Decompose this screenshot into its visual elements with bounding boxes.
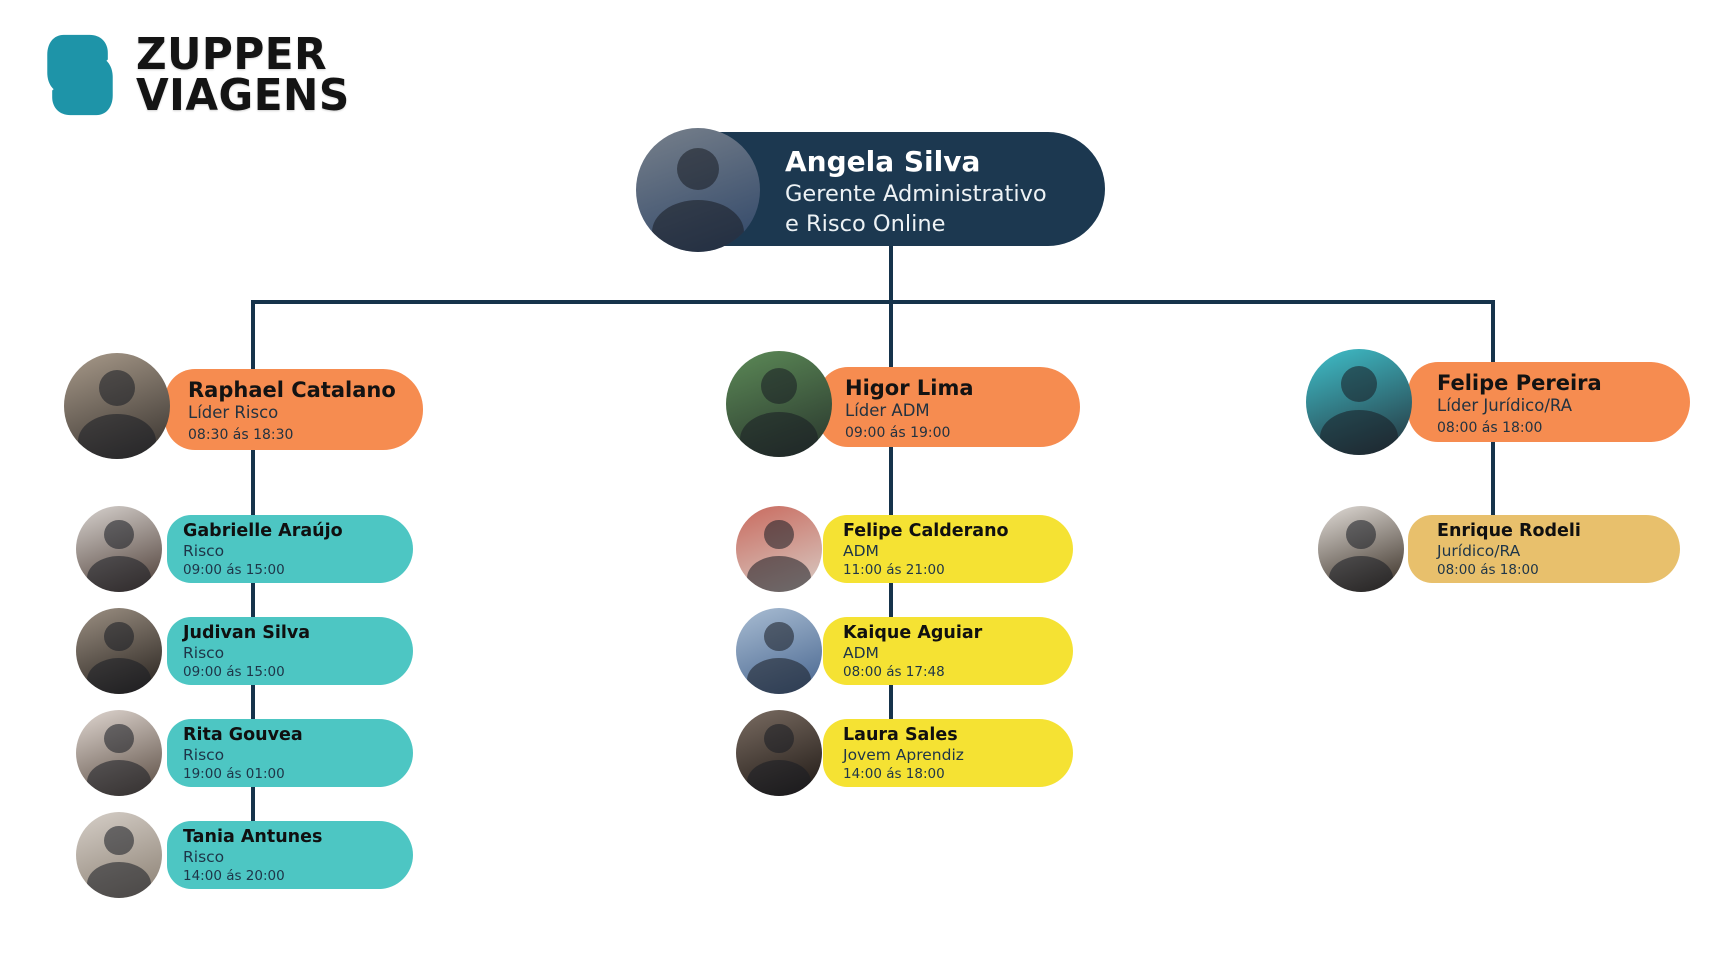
- person-schedule: 08:30 ás 18:30: [188, 426, 294, 443]
- photo-laura-sales: [736, 710, 822, 796]
- connector-drop-left: [251, 300, 255, 372]
- photo-felipe-calderano: [736, 506, 822, 592]
- person-schedule: 08:00 ás 18:00: [1437, 561, 1539, 578]
- photo-raphael-catalano: [64, 353, 170, 459]
- person-name: Felipe Pereira: [1437, 371, 1602, 395]
- photo-judivan-silva: [76, 608, 162, 694]
- photo-gabrielle-araujo: [76, 506, 162, 592]
- avatar-silhouette-body: [87, 861, 151, 898]
- avatar-silhouette-body: [77, 414, 157, 459]
- brand-wordmark: ZUPPER VIAGENS: [136, 28, 350, 121]
- org-node-gabrielle-araujo: Gabrielle Araújo Risco 09:00 ás 15:00: [167, 515, 413, 583]
- person-role: ADM: [843, 542, 879, 560]
- photo-felipe-pereira: [1306, 349, 1412, 455]
- person-schedule: 14:00 ás 20:00: [183, 867, 285, 884]
- org-node-enrique-rodeli: Enrique Rodeli Jurídico/RA 08:00 ás 18:0…: [1408, 515, 1680, 583]
- person-name: Gabrielle Araújo: [183, 521, 343, 541]
- org-node-judivan-silva: Judivan Silva Risco 09:00 ás 15:00: [167, 617, 413, 685]
- person-title-line2: e Risco Online: [785, 211, 946, 238]
- person-role: Jovem Aprendiz: [843, 746, 964, 764]
- photo-angela-silva: [636, 128, 760, 252]
- person-role: Risco: [183, 542, 225, 560]
- person-role: Jurídico/RA: [1437, 542, 1521, 560]
- org-node-kaique-aguiar: Kaique Aguiar ADM 08:00 ás 17:48: [823, 617, 1073, 685]
- brand-name-line1: ZUPPER: [136, 28, 328, 80]
- org-node-tania-antunes: Tania Antunes Risco 14:00 ás 20:00: [167, 821, 413, 889]
- connector-drop-middle: [889, 300, 893, 370]
- person-name: Felipe Calderano: [843, 521, 1009, 541]
- person-role: Líder Jurídico/RA: [1437, 396, 1572, 416]
- person-schedule: 08:00 ás 17:48: [843, 663, 945, 680]
- avatar-silhouette-body: [747, 657, 811, 694]
- brand-name-line2: VIAGENS: [136, 70, 350, 121]
- org-node-felipe-calderano: Felipe Calderano ADM 11:00 ás 21:00: [823, 515, 1073, 583]
- avatar-silhouette-head: [1340, 365, 1377, 402]
- person-role: Risco: [183, 848, 225, 866]
- connector-spine-right: [1491, 440, 1495, 520]
- person-title-line1: Gerente Administrativo: [785, 181, 1047, 208]
- org-node-leader-felipe-pereira: Felipe Pereira Líder Jurídico/RA 08:00 á…: [1408, 362, 1690, 442]
- photo-enrique-rodeli: [1318, 506, 1404, 592]
- avatar-silhouette-head: [104, 621, 134, 651]
- avatar-silhouette-head: [104, 519, 134, 549]
- avatar-silhouette-body: [87, 555, 151, 592]
- avatar-silhouette-head: [764, 519, 794, 549]
- person-role: Líder ADM: [845, 401, 930, 421]
- person-name: Higor Lima: [845, 376, 974, 400]
- connector-root-trunk: [889, 246, 893, 302]
- avatar-silhouette-body: [1319, 410, 1399, 455]
- org-node-leader-higor-lima: Higor Lima Líder ADM 09:00 ás 19:00: [818, 367, 1080, 447]
- avatar-silhouette-head: [104, 825, 134, 855]
- photo-kaique-aguiar: [736, 608, 822, 694]
- connector-spine-middle: [889, 445, 893, 722]
- avatar-silhouette-head: [764, 621, 794, 651]
- org-node-laura-sales: Laura Sales Jovem Aprendiz 14:00 ás 18:0…: [823, 719, 1073, 787]
- person-name: Kaique Aguiar: [843, 623, 983, 643]
- person-schedule: 19:00 ás 01:00: [183, 765, 285, 782]
- avatar-silhouette-head: [676, 147, 720, 190]
- avatar-silhouette-body: [87, 657, 151, 694]
- person-role: Risco: [183, 644, 225, 662]
- avatar-silhouette-head: [98, 369, 135, 406]
- person-schedule: 11:00 ás 21:00: [843, 561, 945, 578]
- person-schedule: 09:00 ás 15:00: [183, 663, 285, 680]
- person-name: Tania Antunes: [183, 827, 323, 847]
- avatar-silhouette-body: [747, 759, 811, 796]
- person-schedule: 08:00 ás 18:00: [1437, 419, 1543, 436]
- connector-drop-right: [1491, 300, 1495, 366]
- person-name: Judivan Silva: [183, 623, 311, 643]
- avatar-silhouette-head: [104, 723, 134, 753]
- avatar-silhouette-body: [747, 555, 811, 592]
- person-name: Enrique Rodeli: [1437, 521, 1581, 541]
- person-name: Angela Silva: [785, 145, 981, 178]
- avatar-silhouette-body: [739, 412, 819, 457]
- person-role: Risco: [183, 746, 225, 764]
- avatar-silhouette-body: [652, 199, 744, 252]
- person-name: Laura Sales: [843, 725, 958, 745]
- person-schedule: 09:00 ás 15:00: [183, 561, 285, 578]
- photo-tania-antunes: [76, 812, 162, 898]
- person-schedule: 09:00 ás 19:00: [845, 424, 951, 441]
- photo-higor-lima: [726, 351, 832, 457]
- person-role: Líder Risco: [188, 403, 279, 423]
- avatar-silhouette-body: [1329, 555, 1393, 592]
- brand-logo: ZUPPER VIAGENS: [38, 30, 359, 120]
- avatar-silhouette-head: [1346, 519, 1376, 549]
- avatar-silhouette-head: [760, 367, 797, 404]
- person-schedule: 14:00 ás 18:00: [843, 765, 945, 782]
- photo-rita-gouvea: [76, 710, 162, 796]
- avatar-silhouette-head: [764, 723, 794, 753]
- connector-horizontal: [251, 300, 1495, 304]
- person-role: ADM: [843, 644, 879, 662]
- person-name: Rita Gouvea: [183, 725, 303, 745]
- org-node-leader-raphael-catalano: Raphael Catalano Líder Risco 08:30 ás 18…: [165, 369, 423, 450]
- avatar-silhouette-body: [87, 759, 151, 796]
- zupper-z-icon: [47, 34, 113, 116]
- org-node-rita-gouvea: Rita Gouvea Risco 19:00 ás 01:00: [167, 719, 413, 787]
- person-name: Raphael Catalano: [188, 378, 396, 402]
